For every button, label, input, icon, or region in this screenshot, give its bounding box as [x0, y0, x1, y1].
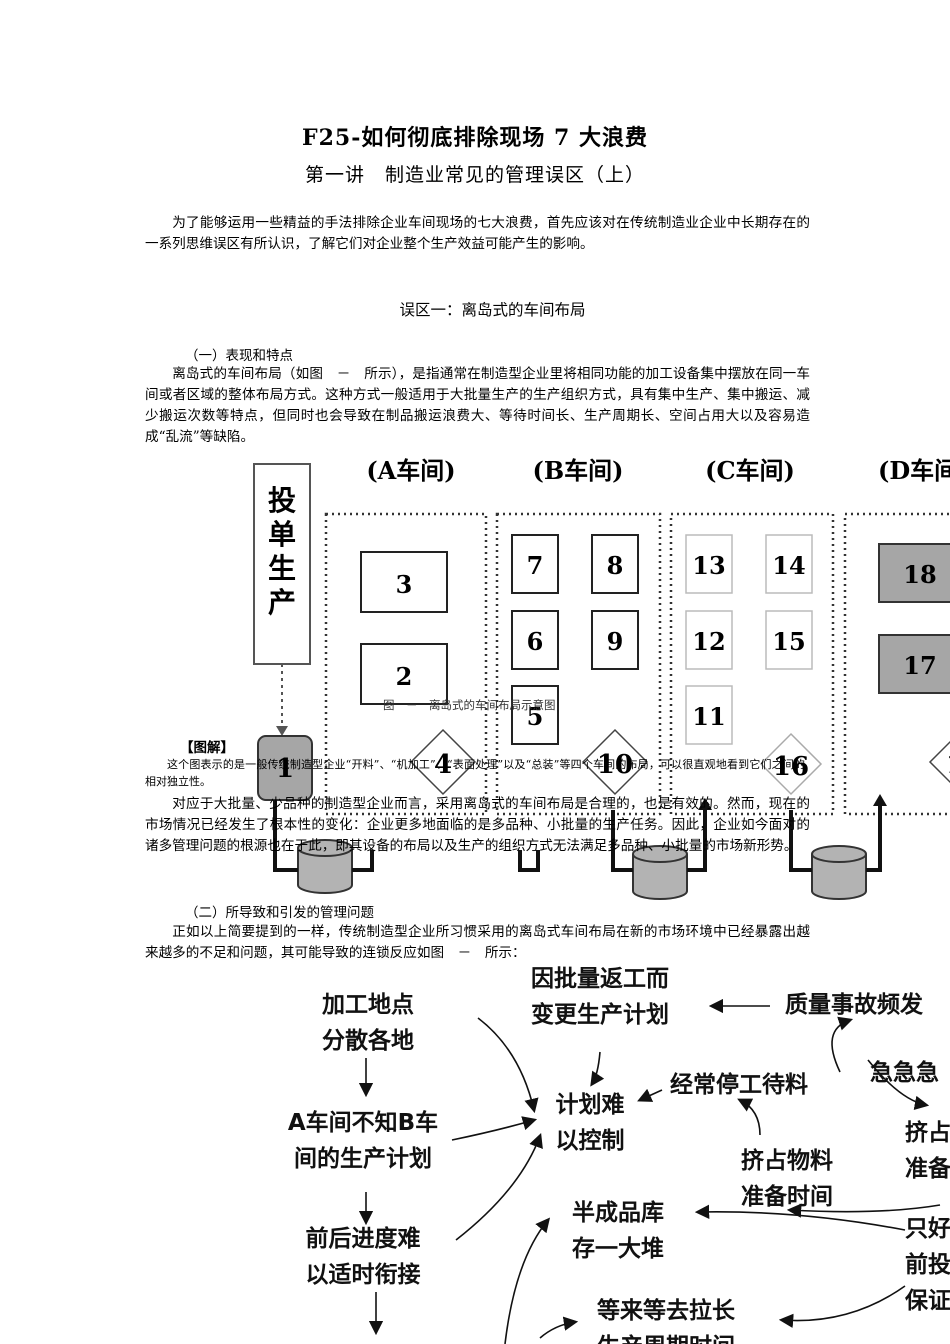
start-production-box [253, 463, 311, 665]
buffer-cylinder-3 [811, 845, 867, 900]
workshop-a-frame [324, 512, 488, 816]
arrow-notknow-hardplan [451, 1116, 538, 1141]
diamond-4-label: 4 [434, 750, 452, 780]
arrow-only-semi [694, 1204, 906, 1231]
node-1-label: 1 [276, 754, 294, 784]
node-plan-change: 因批量返工而变更生产计划 [531, 966, 669, 1028]
arrow-dispersed-hardplan [477, 1017, 539, 1114]
node-progress: 前后进度难以适时衔接 [306, 1225, 421, 1288]
machine-12: 12 [692, 627, 725, 656]
machine-3: 3 [396, 570, 413, 599]
node-occupy-2: 挤占准备 [905, 1119, 950, 1182]
workshop-c-frame [669, 512, 835, 816]
node-semi-inventory: 半成品库存一大堆 [572, 1200, 664, 1262]
machine-18: 18 [903, 560, 936, 589]
arrow-occupy2-occupy1 [786, 1203, 941, 1218]
subsection-2-title: （二）所导致和引发的管理问题 [185, 905, 374, 921]
arrow-occupy-stopwait [737, 1098, 761, 1136]
section-1-title: 误区一：离岛式的车间布局 [399, 301, 586, 319]
paragraph-2: 对应于大批量、少品种的制造型企业而言，采用离岛式的车间布局是合理的，也是有效的。… [145, 796, 810, 854]
node-dispersed: 加工地点分散各地 [321, 992, 414, 1054]
node-occupy-1: 挤占物料准备时间 [741, 1147, 833, 1210]
arrow-left-waitlong [539, 1316, 579, 1339]
node-1-box [257, 735, 313, 801]
workshop-d-header: (D车间) [878, 456, 950, 485]
diamond-16 [759, 732, 823, 796]
machine-13: 13 [692, 551, 725, 580]
figure-1-label: 【图解】 [180, 740, 234, 756]
machine-15: 15 [772, 627, 805, 656]
machine-6: 6 [527, 627, 544, 656]
figure-1-caption: 图 － 离岛式的车间布局示意图 [383, 698, 556, 712]
arrow-progress-hardplan [455, 1132, 543, 1241]
start-production-label: 投单生产 [268, 484, 296, 619]
subsection-1-text: 离岛式的车间布局（如图 － 所示），是指通常在制造型企业里将相同功能的加工设备集… [145, 366, 810, 445]
arrow-stopwait-hardplan [637, 1088, 663, 1102]
arrow-only-waitlong [778, 1285, 906, 1328]
arrow-urgent-side [831, 1016, 854, 1073]
arrow-planchange-hardplan [590, 1051, 605, 1087]
workshop-c-header: (C车间) [705, 456, 795, 485]
flow-line-6 [789, 810, 812, 872]
machine-11: 11 [692, 702, 725, 731]
node-wait-long: 等来等去拉长生产周期时间 [597, 1297, 736, 1344]
node-not-know: A车间不知B车间的生产计划 [288, 1109, 438, 1172]
diamond-19 [928, 740, 950, 784]
flow-line-7 [866, 806, 882, 872]
chain-reaction-figure: 加工地点分散各地 因批量返工而变更生产计划 质量事故频发 急急急 计划难以控制 … [288, 966, 950, 1344]
workshop-b-header: (B车间) [533, 456, 624, 485]
subsection-2-text: 正如以上简要提到的一样，传统制造型企业所习惯采用的离岛式车间布局在新的市场环境中… [145, 924, 810, 961]
arrow-left-semi [504, 1217, 551, 1344]
node-stop-wait: 经常停工待料 [670, 1071, 808, 1098]
flow-line-4 [611, 810, 633, 872]
subsection-1-title: （一）表现和特点 [185, 348, 293, 364]
machine-17: 17 [903, 651, 936, 680]
workshop-a-header: (A车间) [366, 456, 455, 485]
diamond-10-label: 10 [597, 750, 633, 780]
figure-1-note: 这个图表示的是一般传统制造型企业“开料”、“机加工”、“表面处理”以及“总装”等… [145, 758, 805, 788]
machine-9: 9 [607, 627, 624, 656]
machine-5: 5 [527, 702, 544, 731]
workshop-d-frame [843, 512, 950, 816]
flow-line-2 [352, 850, 374, 872]
diamond-19-label: 1 [946, 750, 950, 780]
node-only: 只好前投保证 [904, 1216, 950, 1314]
node-hard-plan: 计划难以控制 [556, 1092, 625, 1154]
diamond-10 [581, 728, 649, 796]
node-urgent: 急急急 [870, 1059, 939, 1086]
machine-2: 2 [396, 662, 413, 691]
document-title: F25-如何彻底排除现场 7 大浪费 [302, 125, 648, 151]
buffer-cylinder-2 [632, 845, 688, 900]
diamond-16-label: 16 [773, 752, 809, 782]
buffer-cylinder-1 [297, 839, 353, 894]
diamond-4 [409, 728, 477, 796]
flow-line-5 [687, 810, 707, 872]
machine-14: 14 [772, 551, 805, 580]
flow-line-3 [518, 850, 540, 872]
island-layout-figure: (A车间) (B车间) (C车间) (D车间) 投单生产 3 2 7 8 6 9… [253, 456, 950, 900]
node-quality: 质量事故频发 [785, 991, 923, 1018]
flow-line-1 [273, 800, 298, 872]
machine-7: 7 [527, 551, 544, 580]
arrow-urgent-occupy2 [867, 1059, 930, 1110]
machine-8: 8 [607, 551, 624, 580]
workshop-b-frame [495, 512, 662, 816]
intro-paragraph: 为了能够运用一些精益的手法排除企业车间现场的七大浪费，首先应该对在传统制造业企业… [145, 215, 810, 252]
document-subtitle: 第一讲 制造业常见的管理误区（上） [304, 164, 645, 186]
